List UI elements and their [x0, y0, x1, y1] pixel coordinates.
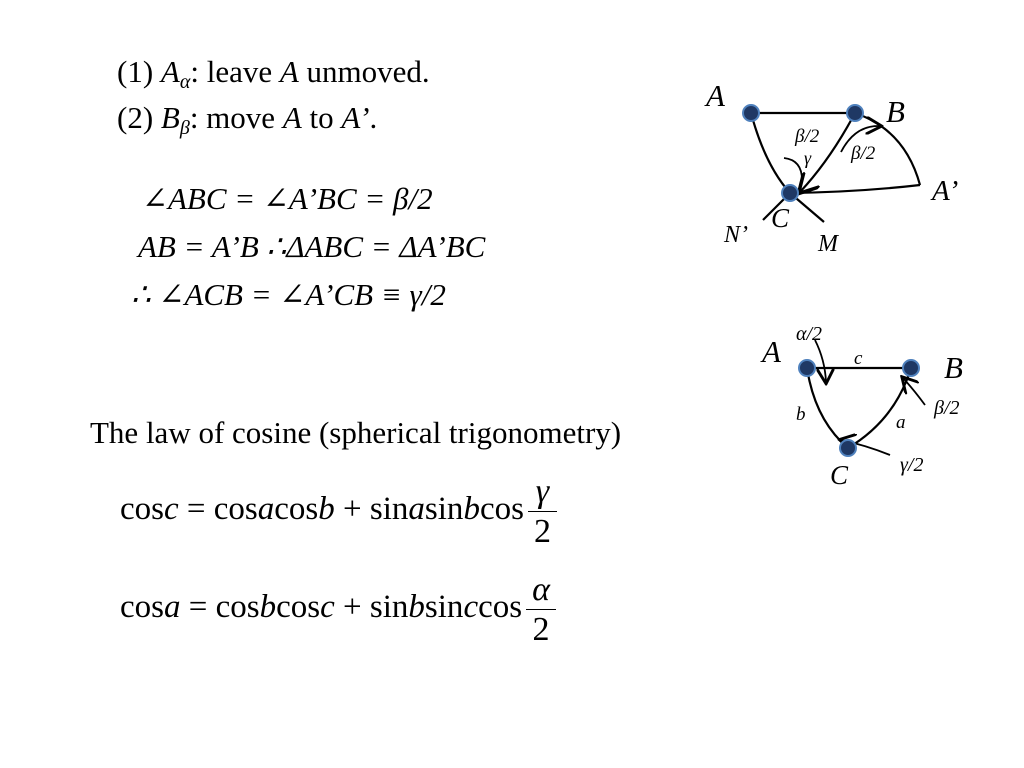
arrow-beta [903, 378, 926, 406]
step-1: (1) Aα: leave A unmoved. [117, 54, 430, 93]
diagram-2 [805, 339, 926, 456]
side-label-c: c [854, 348, 863, 369]
vertex-B-2 [902, 359, 920, 377]
proof-line-2: AB = A’B ∴ΔABC = ΔA’BC [138, 229, 486, 264]
arc-beta [840, 126, 880, 153]
vertex-A-1 [742, 104, 760, 122]
label-C-1: C [771, 203, 790, 233]
edge-AC [749, 112, 791, 194]
label-A-1: A [704, 78, 726, 113]
proof-line-1: ∠ABC = ∠A’BC = β/2 [142, 181, 433, 216]
edge-CA-prime [789, 183, 921, 195]
angle-gamma-half: γ/2 [900, 454, 923, 476]
label-B-2: B [944, 350, 963, 385]
step-2: (2) Bβ: move A to A’. [117, 100, 378, 139]
angle-beta-half-left: β/2 [794, 126, 820, 147]
label-A-prime: A’ [930, 175, 958, 207]
vertex-C-1 [781, 184, 799, 202]
side-label-b: b [796, 404, 806, 425]
angle-gamma: γ [804, 148, 812, 168]
vertex-B-1 [846, 104, 864, 122]
edge-a [847, 367, 913, 449]
diagram-1 [749, 111, 922, 223]
edge-BA-prime [854, 111, 922, 186]
label-N-prime: N’ [723, 222, 748, 248]
angle-alpha-half: α/2 [796, 323, 822, 345]
angle-beta-half-right: β/2 [850, 143, 876, 164]
vertex-A-2 [798, 359, 816, 377]
angle-beta-half-2: β/2 [933, 397, 960, 419]
arc-gamma [783, 157, 803, 181]
label-C-2: C [830, 460, 849, 490]
vertex-C-2 [839, 439, 857, 457]
label-M: M [817, 231, 840, 257]
arrow-alpha [814, 339, 826, 382]
side-label-a: a [896, 412, 906, 433]
label-A-2: A [760, 334, 782, 369]
proof-line-3: ∴ ∠ACB = ∠A’CB ≡ γ/2 [131, 277, 446, 312]
edge-BC [800, 112, 856, 192]
law-title: The law of cosine (spherical trigonometr… [90, 415, 622, 450]
edge-b [805, 367, 849, 449]
label-B-1: B [886, 94, 905, 129]
